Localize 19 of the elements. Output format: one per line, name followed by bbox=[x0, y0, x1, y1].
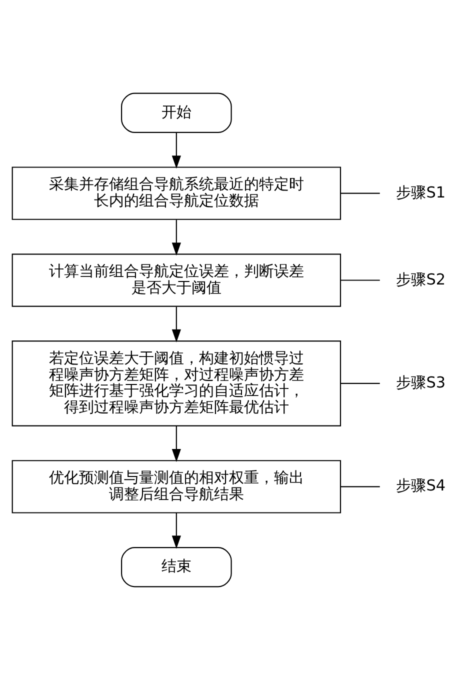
connector bbox=[340, 382, 380, 384]
arrow bbox=[172, 512, 181, 548]
node-text: 步骤S3 bbox=[396, 372, 446, 391]
connector bbox=[340, 279, 380, 280]
node-box: 若定位误差大于阈值，构建初始惯导过程噪声协方差矩阵，对过程噪声协方差矩阵进行基于强化学习的自适应估计，得到过程噪声协方差矩阵最优估计 bbox=[12, 340, 342, 426]
connector bbox=[340, 486, 380, 487]
node-box: 采集并存储组合导航系统最近的特定时长内的组合导航定位数据 bbox=[12, 166, 342, 220]
arrow bbox=[172, 306, 181, 342]
node-text: 步骤S4 bbox=[396, 476, 446, 494]
node-box: 优化预测值与量测值的相对权重，输出调整后组合导航结果 bbox=[12, 460, 342, 513]
node-box: 计算当前组合导航定位误差，判断误差是否大于阈值 bbox=[12, 253, 342, 306]
node-text: 步骤S2 bbox=[396, 270, 446, 288]
node-box: 开始 bbox=[121, 92, 232, 132]
arrow bbox=[172, 425, 181, 462]
node-text: 步骤S1 bbox=[396, 182, 446, 201]
connector bbox=[340, 192, 380, 194]
arrow bbox=[172, 132, 181, 168]
node-box: 结束 bbox=[121, 546, 232, 587]
arrow bbox=[172, 219, 181, 256]
